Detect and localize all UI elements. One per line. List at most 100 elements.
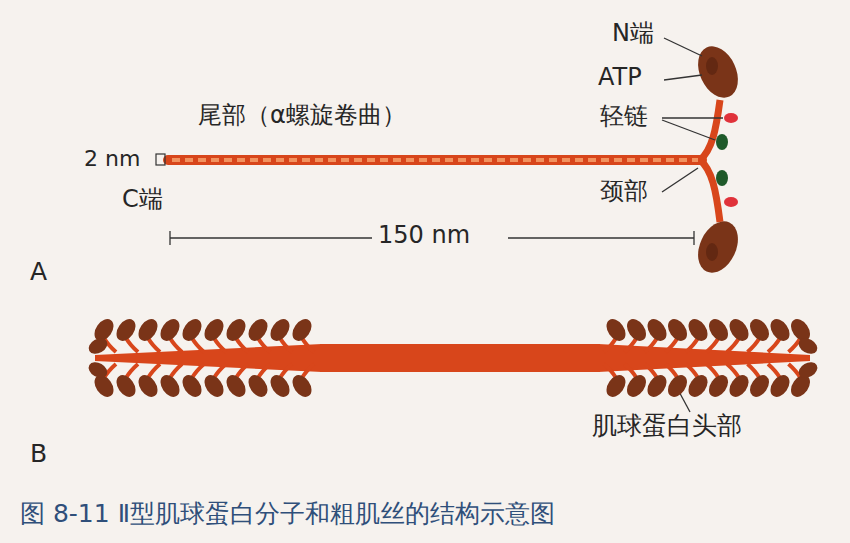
head-stem bbox=[148, 364, 160, 378]
filament-head bbox=[644, 316, 671, 345]
filament-head bbox=[746, 316, 773, 345]
head-stem bbox=[170, 364, 182, 378]
filament-head bbox=[623, 316, 650, 345]
dimension-label: 2 nm bbox=[84, 146, 140, 171]
tail-coil bbox=[168, 155, 702, 165]
filament-head bbox=[705, 372, 732, 401]
head-stem bbox=[645, 338, 657, 352]
filament-head bbox=[201, 372, 228, 401]
part-label: C端 bbox=[122, 186, 163, 214]
filament-head bbox=[113, 372, 140, 401]
head-stem bbox=[686, 364, 698, 378]
leader-line bbox=[662, 120, 715, 140]
filament-head bbox=[623, 372, 650, 401]
head-stem bbox=[748, 338, 760, 352]
filament-head bbox=[157, 372, 184, 401]
head-texture bbox=[706, 57, 718, 75]
leader-line bbox=[664, 75, 702, 80]
filament-head bbox=[135, 316, 162, 345]
head-stem bbox=[686, 338, 698, 352]
filament-head bbox=[267, 316, 294, 345]
filament-head bbox=[767, 316, 794, 345]
panel-letter: B bbox=[30, 440, 47, 469]
filament-head bbox=[289, 372, 316, 401]
filament-head bbox=[685, 316, 712, 345]
myosin-head bbox=[690, 215, 745, 279]
filament-head bbox=[135, 372, 162, 401]
light-chain bbox=[716, 134, 728, 150]
filament-head bbox=[289, 316, 316, 345]
dimension-tick bbox=[693, 231, 694, 245]
head-stem bbox=[768, 364, 780, 378]
filament-head bbox=[664, 316, 691, 345]
head-stem bbox=[768, 338, 780, 352]
part-label: 尾部（α螺旋卷曲） bbox=[198, 102, 406, 130]
head-stem bbox=[727, 364, 739, 378]
filament-head bbox=[603, 316, 630, 345]
filament-head bbox=[86, 335, 110, 357]
head-stem bbox=[126, 364, 138, 378]
head-stem bbox=[126, 338, 138, 352]
dimension-line bbox=[170, 237, 372, 238]
filament-head bbox=[245, 372, 272, 401]
filament-head bbox=[726, 316, 753, 345]
head-stem bbox=[236, 338, 248, 352]
head-stem bbox=[666, 364, 678, 378]
filament-head bbox=[644, 372, 671, 401]
filament-head bbox=[685, 372, 712, 401]
neck bbox=[700, 100, 720, 160]
head-stem bbox=[707, 364, 719, 378]
filament-bare-zone bbox=[320, 344, 600, 372]
filament-head bbox=[746, 372, 773, 401]
filament-head bbox=[113, 316, 140, 345]
tail-coil-beads bbox=[172, 158, 698, 162]
filament-head bbox=[179, 372, 206, 401]
filament-head bbox=[157, 316, 184, 345]
filament-head bbox=[245, 316, 272, 345]
head-stem bbox=[727, 338, 739, 352]
part-label: ATP bbox=[598, 64, 642, 92]
filament-head bbox=[223, 372, 250, 401]
filament-head bbox=[796, 335, 820, 357]
width-marker bbox=[156, 154, 165, 165]
thick-filament bbox=[86, 316, 820, 401]
head-stem bbox=[645, 364, 657, 378]
filament-head bbox=[603, 372, 630, 401]
head-stem bbox=[302, 338, 314, 352]
panel-letter: A bbox=[30, 258, 47, 287]
filament-head bbox=[267, 372, 294, 401]
head-stem bbox=[625, 364, 637, 378]
dimension-line bbox=[508, 237, 694, 238]
head-stem bbox=[707, 338, 719, 352]
filament-head bbox=[767, 372, 794, 401]
head-stem bbox=[666, 338, 678, 352]
light-chain bbox=[724, 113, 738, 123]
head-stem bbox=[604, 364, 616, 378]
filament-head bbox=[86, 359, 110, 381]
head-stem bbox=[192, 338, 204, 352]
head-stem bbox=[748, 364, 760, 378]
filament-head bbox=[201, 316, 228, 345]
head-stem bbox=[280, 338, 292, 352]
head-stem bbox=[148, 338, 160, 352]
head-stem bbox=[258, 364, 270, 378]
part-label: N端 bbox=[612, 20, 654, 48]
head-stem bbox=[258, 338, 270, 352]
head-stem bbox=[214, 364, 226, 378]
light-chain bbox=[724, 197, 738, 207]
part-label: 轻链 bbox=[600, 103, 648, 131]
filament-head bbox=[223, 316, 250, 345]
filament-head bbox=[726, 372, 753, 401]
head-stem bbox=[789, 364, 801, 378]
dimension-label: 150 nm bbox=[378, 222, 470, 250]
dimension-tick bbox=[169, 231, 170, 245]
head-stem bbox=[192, 364, 204, 378]
head-stem bbox=[236, 364, 248, 378]
light-chain bbox=[716, 170, 728, 186]
figure-caption: 图 8-11 Ⅱ型肌球蛋白分子和粗肌丝的结构示意图 bbox=[20, 497, 555, 530]
head-stem bbox=[280, 364, 292, 378]
filament-head bbox=[705, 316, 732, 345]
part-label: 颈部 bbox=[600, 178, 648, 206]
neck bbox=[700, 160, 720, 222]
